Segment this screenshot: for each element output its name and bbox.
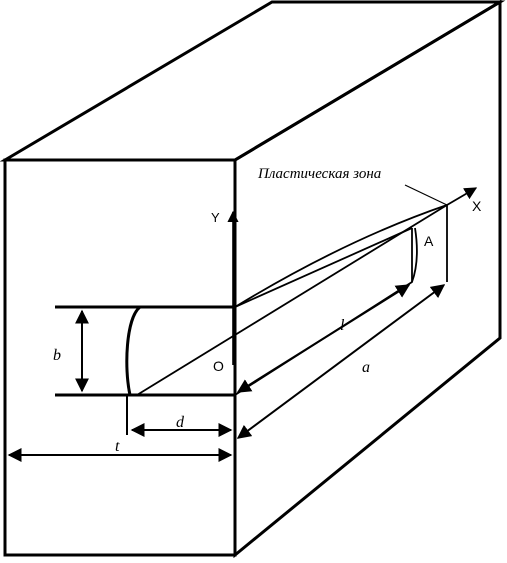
plastic-zone-leader	[404, 184, 448, 206]
dimension-t-label: t	[115, 438, 120, 455]
plastic-zone-upper-edge	[234, 204, 448, 308]
crack-front-edge	[234, 227, 418, 396]
crack-wedge	[136, 187, 478, 396]
dimension-l	[236, 284, 411, 393]
dimension-a	[236, 284, 446, 439]
x-axis-label: X	[472, 198, 482, 214]
block-front-face	[3, 158, 237, 557]
dimension-b-label: b	[53, 347, 61, 364]
dimension-a-label: a	[362, 359, 370, 376]
plastic-zone-label: Пластическая зона	[257, 166, 381, 182]
origin-label: O	[213, 358, 224, 374]
point-a-label: A	[424, 233, 434, 249]
dimension-d-label: d	[176, 414, 185, 431]
dimension-l-label: l	[340, 317, 345, 334]
dimensions	[7, 284, 446, 462]
crack-upper-line	[234, 227, 413, 308]
y-axis-label: Y	[211, 210, 220, 225]
crack-front-curve	[125, 305, 142, 396]
block-top-face	[0, 0, 506, 162]
x-axis-arrow	[446, 187, 478, 206]
notch	[55, 305, 235, 397]
block-side-face	[233, 0, 502, 559]
